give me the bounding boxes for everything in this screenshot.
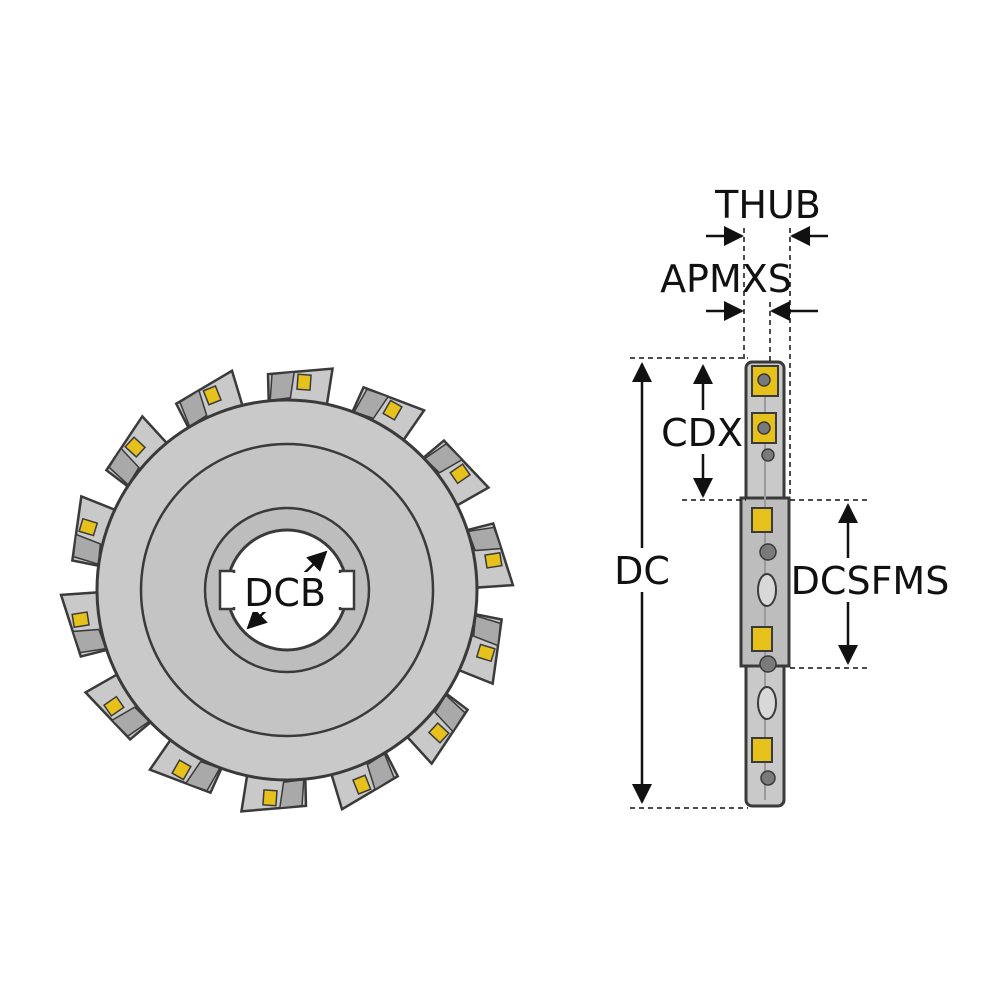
side-hole — [757, 573, 777, 607]
side-insert — [751, 626, 773, 652]
carbide-insert — [202, 385, 222, 406]
front-view: DCB — [59, 367, 515, 813]
carbide-insert — [124, 436, 147, 459]
insert-seat — [353, 388, 390, 420]
carbide-insert — [449, 463, 472, 485]
side-screw — [761, 448, 775, 462]
side-screw — [760, 770, 776, 786]
insert-seat — [179, 389, 208, 428]
carbide-insert — [78, 517, 99, 537]
dc-label: DC — [614, 549, 670, 593]
carbide-insert — [102, 695, 125, 717]
insert-seat — [467, 526, 503, 552]
carbide-insert — [382, 399, 403, 421]
insert-seat — [72, 533, 102, 566]
carbide-insert — [484, 551, 503, 569]
side-insert — [751, 507, 773, 533]
insert-seat — [184, 760, 221, 792]
carbide-insert — [427, 721, 450, 744]
insert-seat — [110, 706, 151, 738]
carbide-insert — [475, 643, 496, 663]
side-screw — [759, 655, 777, 673]
insert-seat — [108, 447, 140, 487]
insert-seat — [366, 752, 395, 791]
thub-label: THUB — [714, 183, 821, 227]
side-screw — [757, 421, 771, 435]
carbide-insert — [352, 774, 372, 795]
carbide-insert — [71, 611, 90, 629]
cdx-label: CDX — [661, 411, 743, 455]
side-screw — [757, 373, 771, 387]
insert-seat — [423, 442, 464, 474]
carbide-insert — [296, 373, 312, 391]
insert-seat — [269, 371, 296, 402]
insert-seat — [434, 693, 466, 733]
side-hole — [757, 686, 777, 720]
carbide-insert — [171, 759, 192, 781]
dcsfms-label: DCSFMS — [791, 559, 950, 603]
carbide-insert — [262, 789, 278, 807]
cutter-tooth — [104, 414, 176, 506]
insert-seat — [472, 614, 502, 647]
insert-seat — [278, 778, 305, 809]
side-view: THUB APMXS DC CDX DCSFMS — [614, 183, 950, 809]
dcb-label: DCB — [244, 571, 326, 615]
side-screw — [759, 543, 777, 561]
side-insert — [751, 737, 773, 763]
apmxs-label: APMXS — [660, 257, 792, 301]
insert-seat — [71, 628, 107, 654]
